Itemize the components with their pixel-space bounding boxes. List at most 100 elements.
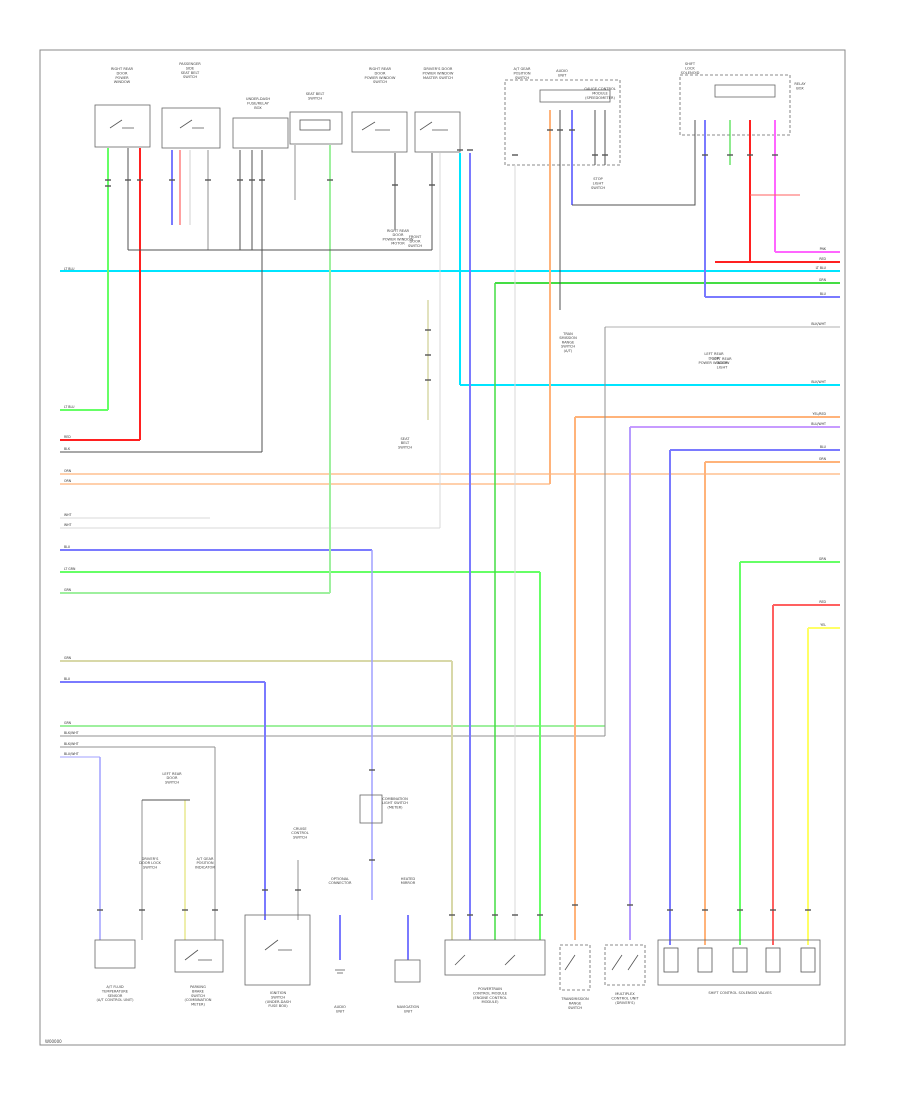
bottom-caption-b8-line: (DRIVER'S) xyxy=(615,1001,635,1005)
bottom-caption-b2-line: BRAKE xyxy=(192,989,205,993)
component-label-c11-line: STOP xyxy=(593,177,603,181)
wire-color-label-left: GRN xyxy=(64,588,72,592)
component-label-c4-line: SEAT BELT xyxy=(306,92,325,96)
switch-b2 xyxy=(184,949,212,961)
wire-color-label-right: GRN xyxy=(819,557,827,561)
component-label-c1-line: RIGHT REAR xyxy=(111,67,134,71)
wire-color-label-right: ORN xyxy=(819,457,827,461)
bottom-caption-b4-line: AUDIO xyxy=(334,1005,346,1009)
component-box-c6 xyxy=(414,111,461,153)
bottom-box-b3 xyxy=(244,914,311,986)
misc-label-m8-line: DOOR xyxy=(167,776,178,780)
misc-label-m5-line: LIGHT SWITCH xyxy=(382,801,408,805)
solenoid-2 xyxy=(697,947,713,973)
component-label-c2-line: PASSENGER xyxy=(179,62,201,66)
horizontal-buses xyxy=(60,251,840,758)
wire-color-label-right: YEL/RED xyxy=(813,412,827,416)
component-label-c12-line: SHIFT xyxy=(685,62,696,66)
component-label-c13-line: SWITCH xyxy=(408,244,422,248)
solenoid-4 xyxy=(765,947,781,973)
misc-label-m10-line: DOOR LOCK xyxy=(139,861,161,865)
misc-label-m7-line: CONNECTOR xyxy=(328,881,352,885)
bottom-caption-b6-line: MODULE) xyxy=(481,1000,499,1004)
component-box-c1 xyxy=(94,104,151,148)
component-label-c1-line: POWER xyxy=(115,76,129,80)
wire-color-label-left: BLK xyxy=(64,447,71,451)
wire-color-label-right: RED xyxy=(819,257,826,261)
misc-label-m1-line: DOOR xyxy=(393,233,404,237)
misc-label-m1-line: RIGHT REAR xyxy=(387,229,410,233)
bottom-caption-b7-line: RANGE xyxy=(569,1001,582,1005)
component-label-c11-line: LIGHT xyxy=(593,181,605,185)
top-components xyxy=(94,74,791,166)
component-label-c9-line: GAUGE CONTROL xyxy=(584,87,616,91)
bottom-caption-b3-line: IGNITION xyxy=(270,991,287,995)
component-label-c3-line: UNDER-DASH xyxy=(246,97,270,101)
switch-symbols-top xyxy=(109,119,448,131)
wire-color-label-right: BLK/WHT xyxy=(811,322,826,326)
wire-color-label-left: BLK/WHT xyxy=(64,731,79,735)
component-label-c8-line: AUDIO xyxy=(556,69,568,73)
misc-label-m8-line: SWITCH xyxy=(165,780,179,784)
vertical-wires xyxy=(99,110,809,960)
wire-color-label-left: LT GRN xyxy=(64,567,76,571)
wire-color-label-left: BLU xyxy=(64,677,71,681)
bottom-box-b9 xyxy=(657,939,821,986)
component-label-c5-line: RIGHT REAR xyxy=(369,67,392,71)
component-label-c13-line: FRONT xyxy=(409,235,422,239)
component-inner-c7 xyxy=(539,89,611,103)
component-label-c14-line: RELAY xyxy=(794,82,806,86)
wire-color-label-right: BLU/WHT xyxy=(811,422,826,426)
misc-label-m10-line: SWITCH xyxy=(143,865,157,869)
bottom-caption-b8-line: CONTROL UNIT xyxy=(611,996,639,1000)
misc-label-m9-line: HEATED xyxy=(401,877,416,881)
bottom-caption-b7-line: SWITCH xyxy=(568,1006,582,1010)
wire-color-label-right: RED xyxy=(819,600,826,604)
component-label-c7-line: A/T GEAR xyxy=(513,67,531,71)
bottom-components xyxy=(94,794,821,991)
component-box-c14 xyxy=(679,74,791,136)
misc-label-m2-line: SEAT xyxy=(401,437,411,441)
misc-label-m5-line: COMBINATION xyxy=(382,797,408,801)
misc-label-m9-line: MIRROR xyxy=(401,881,416,885)
switch-b6b xyxy=(504,954,516,966)
component-box-c4 xyxy=(289,111,343,145)
switch-c2 xyxy=(179,119,204,129)
connector-c4 xyxy=(299,119,331,131)
component-label-c1-line: DOOR xyxy=(117,71,128,75)
bottom-caption-b3-line: FUSE BOX) xyxy=(268,1004,288,1008)
wire-color-label-left: ORN xyxy=(64,479,72,483)
wire-color-label-right: PNK xyxy=(820,247,827,251)
bottom-box-b1 xyxy=(94,939,136,969)
bottom-caption-b1-line: A/T FLUID xyxy=(106,985,124,989)
component-label-c11-line: SWITCH xyxy=(591,186,605,190)
bottom-caption-b9-line: SHIFT CONTROL SOLENOID VALVES xyxy=(708,991,772,995)
wire-color-label-left: WHT xyxy=(64,513,72,517)
bottom-box-b6 xyxy=(444,939,546,976)
solenoid-coils xyxy=(663,947,816,973)
switch-c6 xyxy=(419,121,448,131)
component-label-c8-line: UNIT xyxy=(558,73,567,77)
switch-b6a xyxy=(454,954,466,966)
ground-b4 xyxy=(335,969,345,974)
component-label-c9-line: (SPEEDOMETER) xyxy=(585,96,615,100)
misc-label-m4-line: LIGHT xyxy=(717,365,729,369)
component-label-c10-line: LEFT REAR xyxy=(704,352,724,356)
bottom-box-b8 xyxy=(604,944,646,986)
misc-label-m8-line: LEFT REAR xyxy=(162,772,182,776)
switch-c1 xyxy=(109,119,134,129)
bottom-caption-b7-line: TRANSMISSION xyxy=(560,997,589,1001)
